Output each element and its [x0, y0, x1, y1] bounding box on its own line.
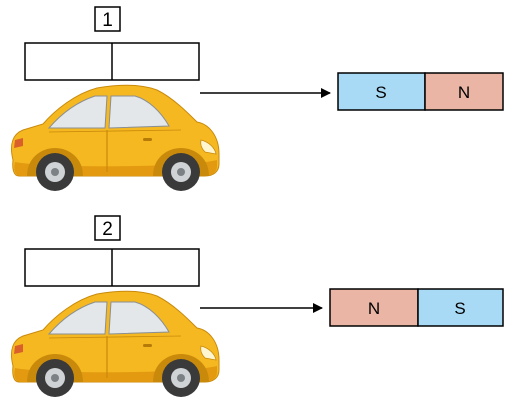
- scenario-number: 2: [102, 219, 113, 240]
- car: [10, 84, 220, 192]
- roof-box: [24, 248, 200, 287]
- magnet-right-pole-label: S: [454, 299, 465, 318]
- magnet-left-pole-label: N: [368, 299, 380, 318]
- bar-magnet: N S: [329, 288, 504, 327]
- scenario-1: 1 S N: [10, 6, 504, 192]
- magnet-right-pole: [417, 288, 504, 327]
- magnet-right-pole-label: N: [458, 83, 470, 102]
- car: [10, 290, 220, 398]
- scenario-number: 1: [102, 10, 113, 31]
- magnet-left-pole: [337, 72, 426, 111]
- magnet-left-pole-label: S: [375, 83, 386, 102]
- scenario-2: 2 N S: [10, 215, 504, 398]
- number-box: [94, 6, 121, 32]
- roof-box: [24, 42, 200, 81]
- magnet-right-pole: [424, 72, 504, 111]
- bar-magnet: S N: [337, 72, 504, 111]
- number-box: [94, 215, 121, 241]
